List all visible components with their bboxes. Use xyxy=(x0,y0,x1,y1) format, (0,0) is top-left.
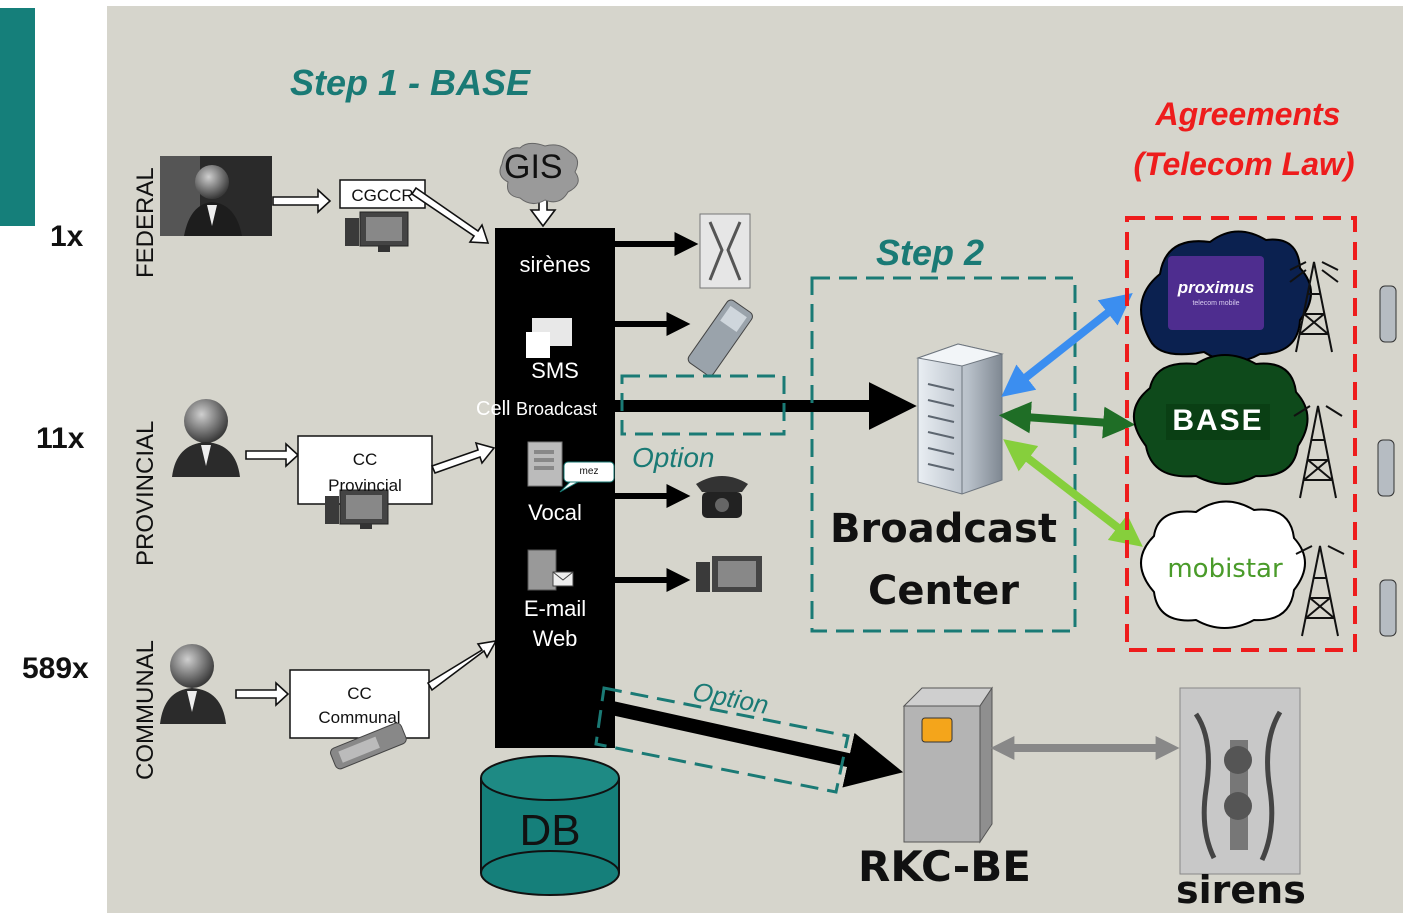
sirenes-channel-label: sirènes xyxy=(519,252,591,277)
cc-communal-box xyxy=(289,669,430,739)
federal-person-photo xyxy=(160,156,272,236)
base-link-arrow xyxy=(998,401,1136,439)
vocal-channel-label: Vocal xyxy=(528,500,582,525)
cc-communal-line2: Communal xyxy=(318,708,401,727)
rkc-option-arrow xyxy=(610,701,904,788)
communal-person-icon xyxy=(160,644,226,724)
center-to-system-arrows xyxy=(410,186,557,692)
sirens-picture xyxy=(1179,687,1301,875)
cc-communal-line1: CC xyxy=(347,684,372,703)
teal-side-bar xyxy=(0,8,35,226)
person-to-center-arrows xyxy=(235,188,332,707)
mobile-phone-icon xyxy=(687,299,753,377)
mobistar-logo-text: mobistar xyxy=(1167,554,1283,584)
channel-output-arrows xyxy=(615,232,699,592)
broadcast-server-icon xyxy=(916,343,1004,495)
rkc-be-cabinet xyxy=(902,686,993,844)
cc-provincial-line2: Provincial xyxy=(328,476,402,495)
sms-channel-label: SMS xyxy=(531,358,579,383)
mez-speech-bubble xyxy=(559,461,615,493)
agreements-dashed-box xyxy=(1125,216,1357,652)
step1-title: Step 1 - BASE xyxy=(290,62,531,103)
proximus-logo-text: proximus xyxy=(1177,278,1255,297)
federal-computer-icon xyxy=(345,211,409,252)
vocal-option-label: Option xyxy=(632,442,715,473)
communal-count: 589x xyxy=(22,652,89,685)
broadcast-center-line1: Broadcast xyxy=(830,506,1057,552)
mobistar-link-arrow xyxy=(1003,439,1143,547)
step2-title: Step 2 xyxy=(876,232,985,273)
base-logo-text: BASE xyxy=(1172,404,1264,437)
cell-broadcast-label: Cell Broadcast xyxy=(476,398,598,420)
mez-label: mez xyxy=(579,466,599,477)
cc-provincial-line1: CC xyxy=(352,450,378,469)
db-cylinder xyxy=(480,755,620,896)
provincial-person-icon xyxy=(172,399,240,477)
db-label: DB xyxy=(519,806,581,855)
web-channel-label: Web xyxy=(532,626,578,651)
communal-phone-icon xyxy=(330,722,407,770)
computer-icon xyxy=(696,556,762,592)
handset-icons xyxy=(1377,285,1397,637)
provincial-computer-icon xyxy=(325,489,389,529)
agreements-title: Agreements xyxy=(1155,96,1341,132)
communal-level-label: COMMUNAL xyxy=(132,639,159,780)
gis-label: GIS xyxy=(504,148,563,186)
federal-level-label: FEDERAL xyxy=(132,167,159,278)
email-channel-label: E-mail xyxy=(523,596,587,621)
proximus-logo-subtext: telecom mobile xyxy=(1192,300,1240,307)
mobistar-cloud xyxy=(1140,500,1306,629)
base-cloud xyxy=(1132,354,1309,485)
email-server-icon xyxy=(527,549,574,591)
sms-icon xyxy=(526,318,572,358)
provincial-level-label: PROVINCIAL xyxy=(132,420,159,566)
antenna-towers xyxy=(1289,261,1345,637)
proximus-link-arrow xyxy=(1001,293,1133,397)
rkc-be-label: RKC-BE xyxy=(858,842,1031,891)
cell-broadcast-option-box xyxy=(620,374,786,436)
alert-system-column xyxy=(495,228,615,748)
sirens-label: sirens xyxy=(1176,868,1306,912)
federal-count: 1x xyxy=(50,220,84,253)
vocal-server-icon xyxy=(527,441,563,487)
proximus-cloud xyxy=(1140,230,1312,363)
telecom-law-subtitle: (Telecom Law) xyxy=(1133,146,1355,182)
provincial-count: 11x xyxy=(36,422,85,455)
broadcast-center-line2: Center xyxy=(868,568,1019,614)
telephone-icon xyxy=(696,476,748,518)
gis-map-shape xyxy=(499,142,579,204)
cgccr-label: CGCCR xyxy=(351,186,414,205)
rkc-option-box xyxy=(594,686,850,794)
siren-small-icon xyxy=(699,213,751,289)
